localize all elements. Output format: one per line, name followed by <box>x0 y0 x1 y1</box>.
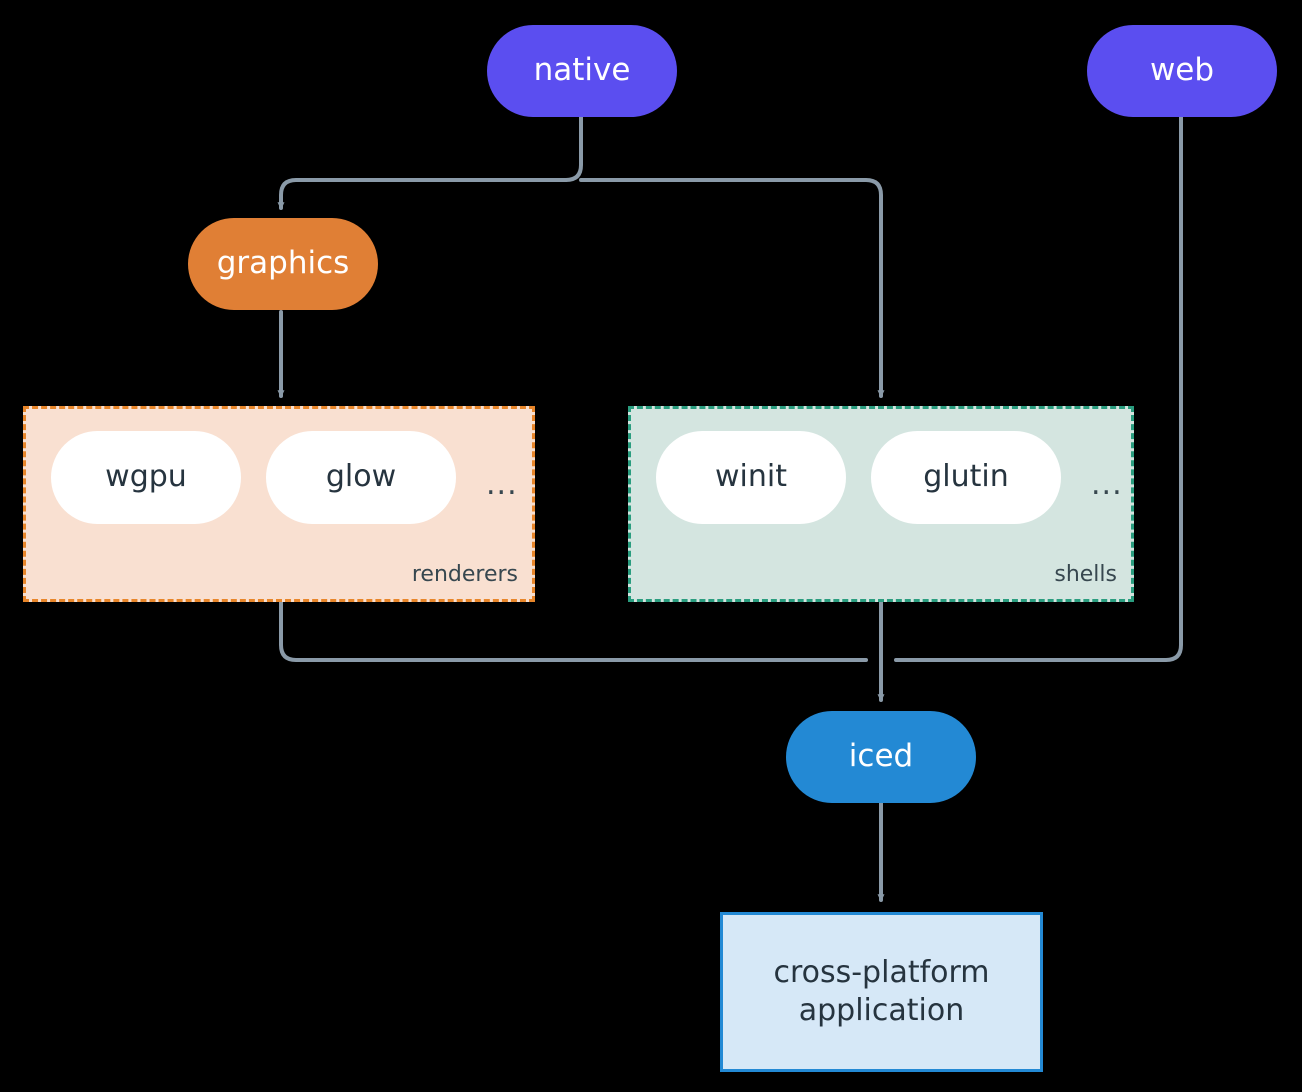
edge-native-to-shells <box>579 178 885 398</box>
node-web-label: web <box>1149 52 1215 89</box>
node-winit[interactable]: winit <box>656 431 846 524</box>
node-iced[interactable]: iced <box>786 711 976 803</box>
node-web[interactable]: web <box>1087 25 1277 117</box>
edge-native-split <box>564 115 583 182</box>
node-native-label: native <box>533 52 631 89</box>
node-glow-label: glow <box>325 459 397 495</box>
node-iced-label: iced <box>848 738 914 775</box>
node-wgpu[interactable]: wgpu <box>51 431 241 524</box>
node-graphics-label: graphics <box>216 245 350 282</box>
node-application[interactable]: cross-platform application <box>720 912 1043 1072</box>
node-graphics[interactable]: graphics <box>188 218 378 310</box>
node-glow[interactable]: glow <box>266 431 456 524</box>
application-label-line2: application <box>798 993 965 1028</box>
edge-renderers-to-iced <box>279 600 868 662</box>
node-glutin-label: glutin <box>923 459 1009 495</box>
node-native[interactable]: native <box>487 25 677 117</box>
group-renderers-label: renderers <box>411 562 518 587</box>
group-shells-label: shells <box>1054 562 1117 587</box>
node-winit-label: winit <box>715 459 787 495</box>
group-renderers: wgpu glow ... renderers <box>23 406 535 602</box>
renderers-ellipsis: ... <box>486 467 518 502</box>
application-label-line1: cross-platform <box>773 954 990 990</box>
node-glutin[interactable]: glutin <box>871 431 1061 524</box>
edge-native-to-graphics <box>277 178 568 210</box>
shells-ellipsis: ... <box>1091 467 1123 502</box>
group-shells: winit glutin ... shells <box>628 406 1134 602</box>
node-wgpu-label: wgpu <box>105 459 187 495</box>
